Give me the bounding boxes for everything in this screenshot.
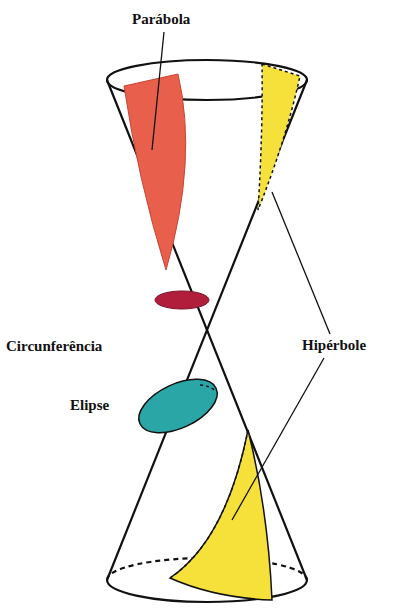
circle-section [155, 291, 209, 309]
section-label: Hipérbole [300, 336, 368, 354]
section-label: Parábola [130, 10, 192, 28]
ellipse-section [131, 368, 226, 443]
parabola-section [124, 74, 186, 270]
leader-line [272, 192, 330, 334]
leader-line [152, 32, 164, 150]
ellipse-back-edge [200, 385, 216, 392]
leader-line [232, 358, 324, 520]
leader-lines [152, 32, 330, 520]
section-label: Circunferência [4, 337, 104, 355]
hyperbola-section [170, 430, 272, 600]
cone-outline [107, 60, 307, 602]
hyperbola-back-edge [170, 430, 248, 578]
section-label: Elipse [68, 396, 111, 414]
hyperbola-section [258, 64, 300, 210]
